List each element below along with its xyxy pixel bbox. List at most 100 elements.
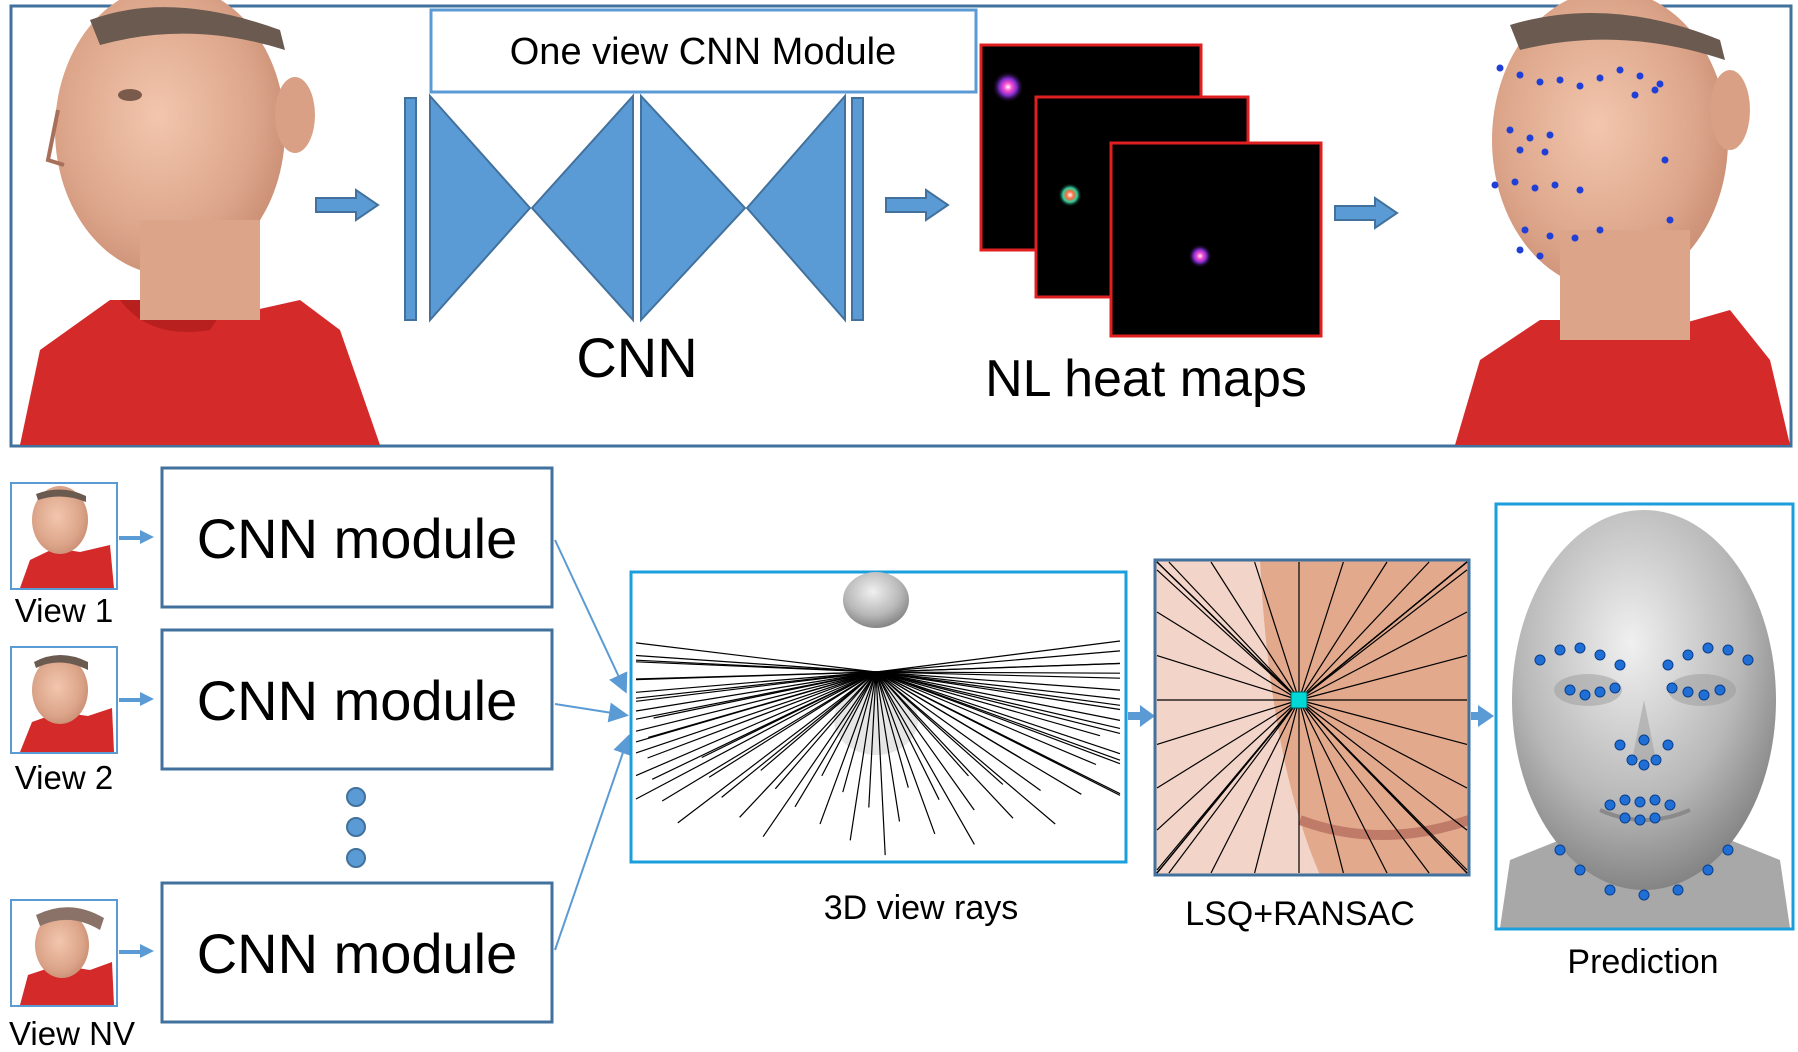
ray-line bbox=[875, 671, 975, 845]
landmark-dot bbox=[1596, 74, 1604, 82]
lsq-line bbox=[1156, 655, 1300, 701]
ray-line bbox=[875, 671, 1121, 729]
landmark-dot bbox=[1702, 864, 1714, 876]
prediction-figure bbox=[1496, 504, 1793, 929]
view-thumb-2 bbox=[10, 646, 118, 754]
arrow-module2-to-rays bbox=[554, 702, 629, 723]
ray-line bbox=[875, 671, 1121, 706]
view-thumb-nv bbox=[10, 899, 118, 1007]
prediction-landmarks bbox=[1534, 642, 1754, 901]
lsq-ransac-frame bbox=[1153, 558, 1471, 877]
lsq-line bbox=[1298, 561, 1430, 701]
landmark-dot bbox=[1666, 216, 1674, 224]
landmark-dot bbox=[1576, 186, 1584, 194]
lsq-line bbox=[1298, 699, 1468, 789]
landmark-dot bbox=[1666, 682, 1678, 694]
landmark-dot bbox=[1722, 844, 1734, 856]
landmark-dot bbox=[1698, 689, 1710, 701]
ellipsis-dots bbox=[346, 787, 366, 868]
lsq-line bbox=[1156, 569, 1300, 701]
landmark-dot bbox=[1579, 689, 1591, 701]
lsq-line bbox=[1298, 699, 1430, 874]
landmark-dot bbox=[1714, 684, 1726, 696]
lsq-line bbox=[1168, 561, 1300, 701]
landmark-dot bbox=[1626, 754, 1638, 766]
arrow-view2-to-module bbox=[119, 692, 154, 706]
heatmaps-label: NL heat maps bbox=[985, 350, 1307, 408]
landmark-dot bbox=[1551, 181, 1559, 189]
landmark-dot bbox=[1554, 844, 1566, 856]
landmark-dot bbox=[1634, 814, 1646, 826]
arrow-modulenv-to-rays bbox=[554, 734, 633, 951]
arrow-view1-to-module bbox=[119, 530, 154, 544]
ray-line bbox=[635, 671, 877, 732]
ray-line bbox=[849, 671, 877, 841]
landmark-dot bbox=[1534, 654, 1546, 666]
landmark-dot bbox=[1516, 71, 1524, 79]
lsq-line bbox=[1298, 561, 1344, 701]
landmark-dot bbox=[1516, 246, 1524, 254]
landmark-dot bbox=[1516, 146, 1524, 154]
landmark-dot bbox=[1650, 754, 1662, 766]
lsq-line bbox=[1210, 699, 1300, 874]
landmark-dot bbox=[1614, 739, 1626, 751]
landmark-dot bbox=[1682, 686, 1694, 698]
lsq-line bbox=[1298, 699, 1468, 874]
ray-line bbox=[762, 671, 877, 838]
landmark-dot bbox=[1609, 682, 1621, 694]
ray-line bbox=[875, 671, 901, 822]
landmark-dot bbox=[1604, 799, 1616, 811]
arrow-rays-to-lsq bbox=[1128, 705, 1155, 727]
ray-line bbox=[875, 671, 940, 800]
landmark-dot bbox=[1664, 799, 1676, 811]
ray-line bbox=[875, 671, 1101, 737]
ray-line bbox=[635, 654, 877, 673]
landmark-dot bbox=[1536, 252, 1544, 260]
landmark-dot bbox=[1662, 739, 1674, 751]
landmark-dot bbox=[1574, 864, 1586, 876]
cnn-hourglass bbox=[404, 93, 864, 323]
cnn-module-label-2: CNN module bbox=[197, 669, 518, 732]
lsq-line bbox=[1156, 699, 1300, 745]
ray-line bbox=[875, 640, 1121, 673]
landmark-dot bbox=[1491, 181, 1499, 189]
ray-line bbox=[875, 671, 1121, 755]
ray-line bbox=[875, 671, 1041, 791]
landmark-dot bbox=[1521, 226, 1529, 234]
landmark-dot bbox=[1571, 234, 1579, 242]
landmark-dot bbox=[1702, 642, 1714, 654]
ray-line bbox=[875, 671, 1121, 691]
ray-line bbox=[875, 671, 909, 788]
lsq-line bbox=[1156, 699, 1300, 831]
landmark-dot bbox=[1531, 184, 1539, 192]
landmark-dot bbox=[1619, 812, 1631, 824]
ray-line bbox=[677, 671, 877, 824]
cnn-module-box-2 bbox=[160, 628, 554, 771]
ray-line bbox=[875, 671, 975, 811]
landmark-dot bbox=[1631, 91, 1639, 99]
ray-line bbox=[794, 671, 877, 808]
ray-line bbox=[651, 671, 877, 780]
heatmap-stack bbox=[979, 43, 1323, 338]
lsq-line bbox=[1254, 699, 1300, 874]
landmark-dot bbox=[1511, 178, 1519, 186]
arrow-lsq-to-prediction bbox=[1471, 705, 1494, 727]
landmark-dot bbox=[1546, 131, 1554, 139]
landmark-dot bbox=[1506, 126, 1514, 134]
module-title: One view CNN Module bbox=[510, 31, 896, 73]
heatmap-3 bbox=[1109, 141, 1323, 338]
landmark-dot bbox=[1554, 644, 1566, 656]
view-thumb-1 bbox=[10, 482, 118, 590]
lsq-line bbox=[1156, 699, 1300, 789]
ray-line bbox=[635, 671, 877, 743]
landmark-dot bbox=[1649, 812, 1661, 824]
landmark-dot bbox=[1541, 148, 1549, 156]
lsq-ransac-figure bbox=[1155, 560, 1471, 875]
lsq-line bbox=[1298, 569, 1468, 701]
cnn-module-label-nv: CNN module bbox=[197, 922, 518, 985]
ray-line bbox=[635, 671, 877, 754]
lsq-line bbox=[1156, 611, 1300, 701]
ray-line bbox=[819, 671, 877, 825]
lsq-line bbox=[1156, 561, 1300, 701]
